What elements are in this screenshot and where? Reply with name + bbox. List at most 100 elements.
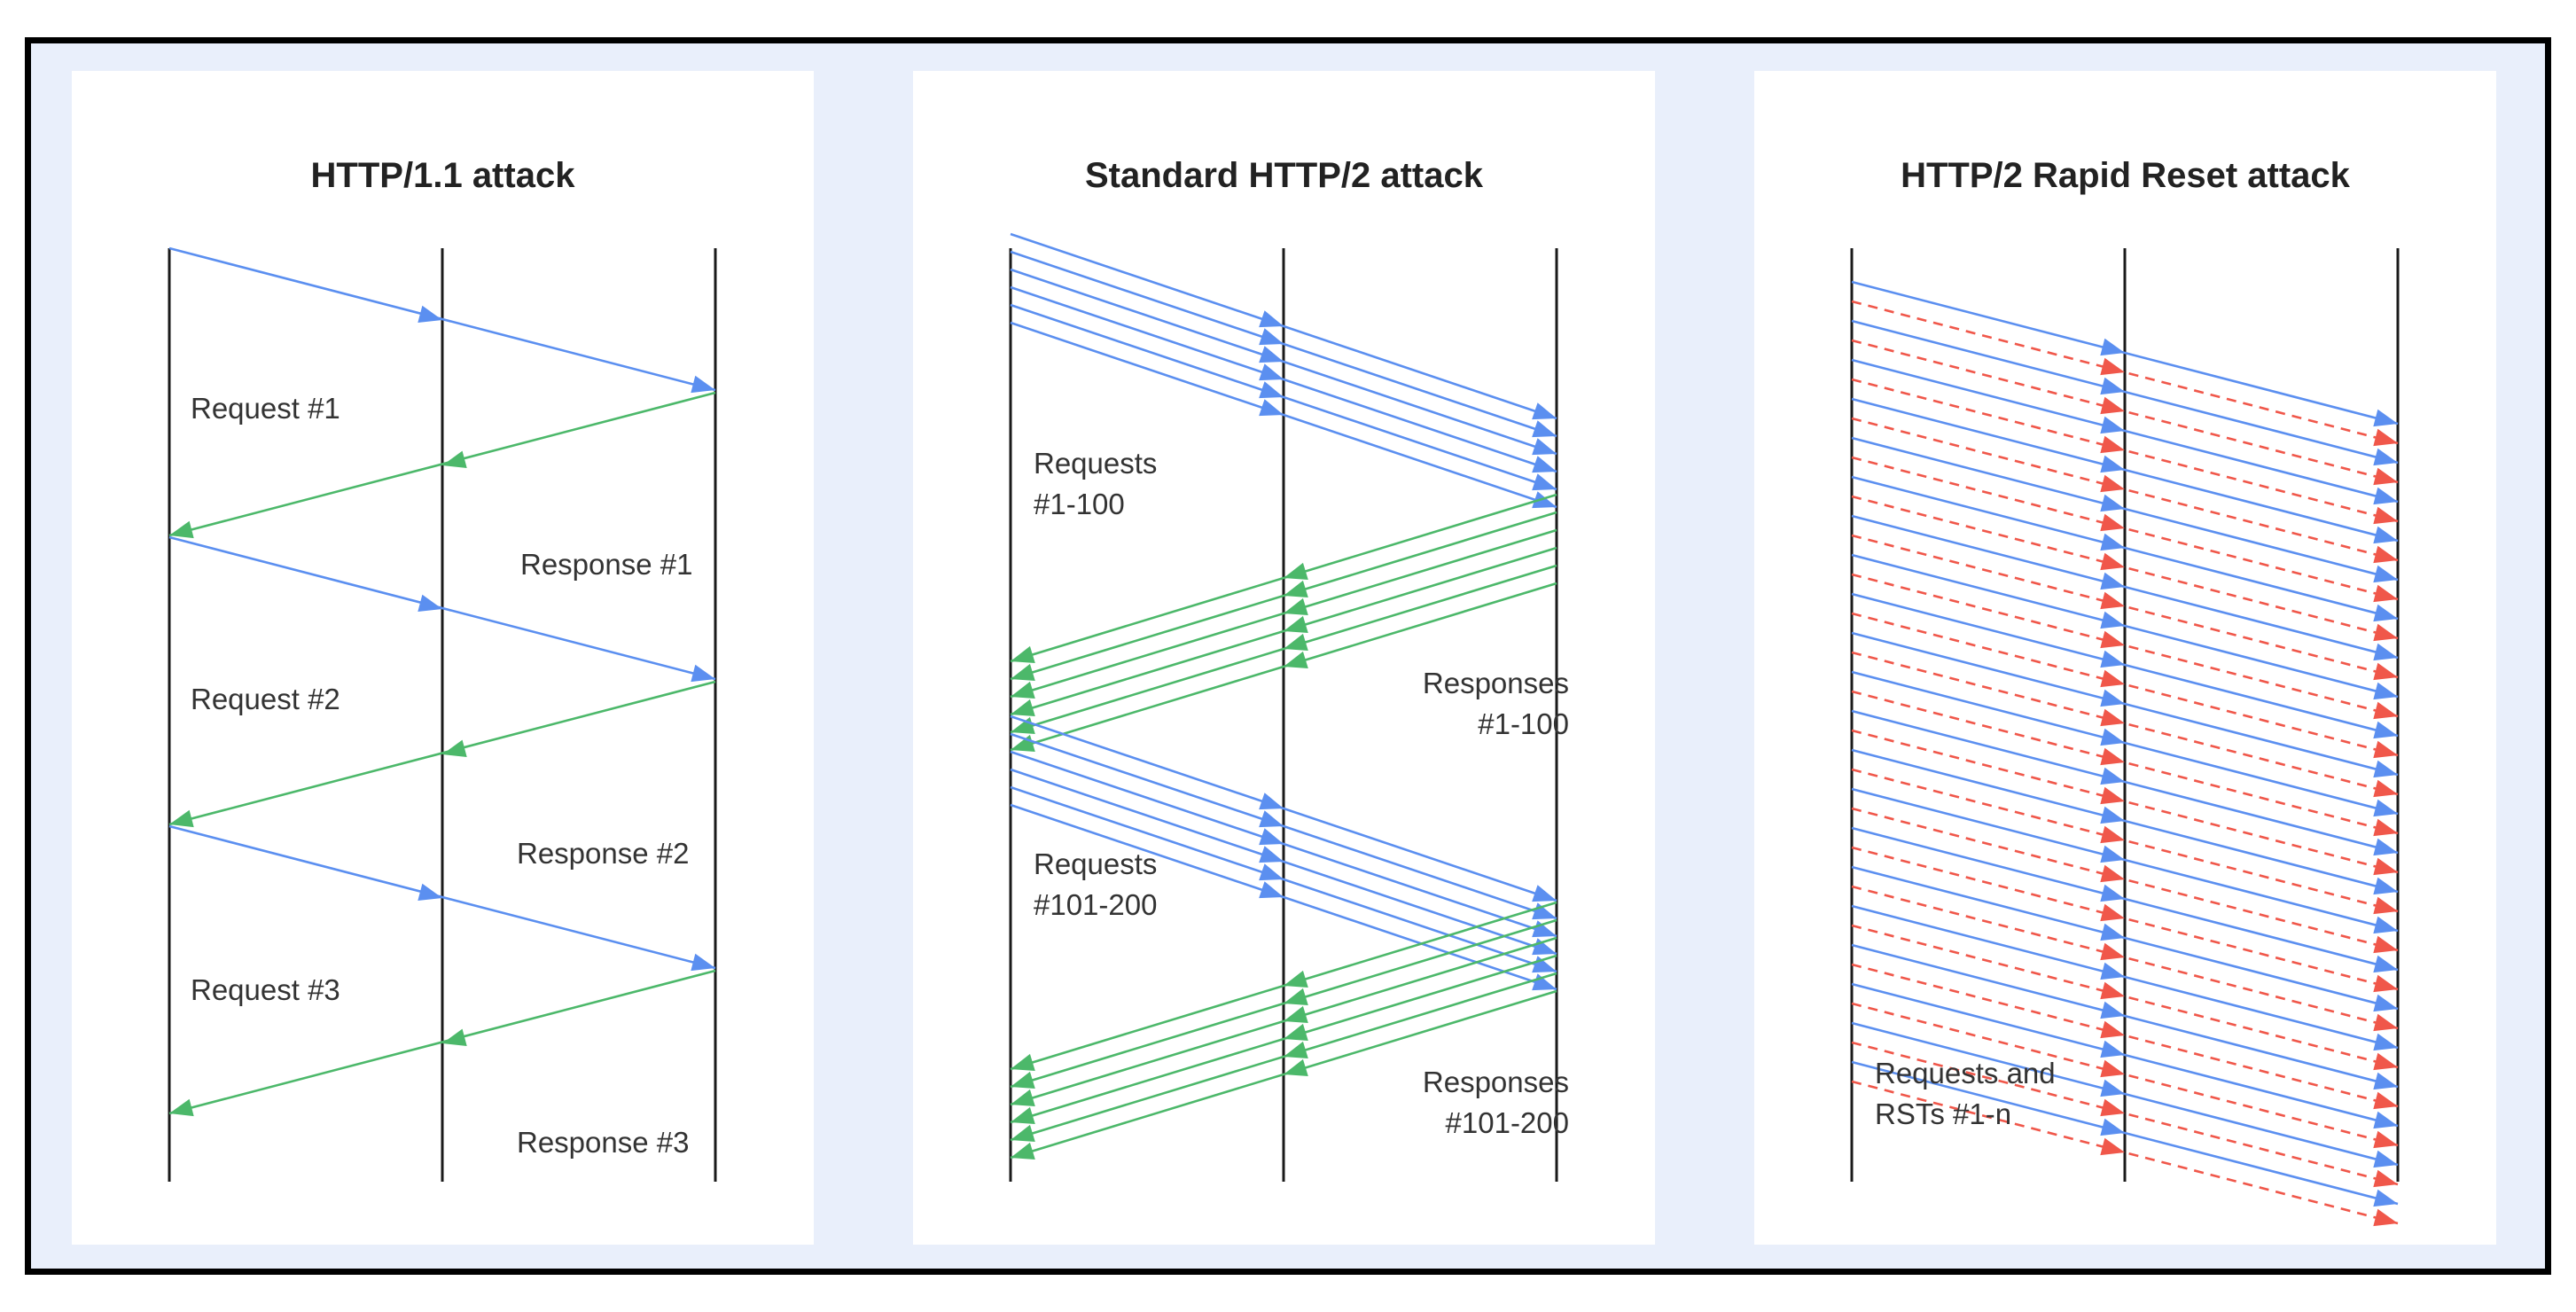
request-arrow-1-head-end [2373, 409, 2398, 427]
request-arrow-b-5-head-end [1532, 956, 1557, 973]
response-arrow-a-1-head-end [1011, 645, 1035, 663]
request-arrow-1-head-mid [418, 305, 442, 324]
request-arrow-b-1-head-mid [1259, 793, 1284, 810]
request-arrow-10-head-end [2373, 760, 2398, 778]
label-request-3: Request #3 [191, 973, 340, 1006]
rst-arrow-16-head-mid [2100, 942, 2125, 961]
sequence-diagram-http11 [168, 246, 717, 1182]
request-arrow-b-2-head-end [1532, 902, 1557, 920]
request-arrow-a-3-head-mid [1259, 346, 1284, 363]
response-arrow-a-1-head-mid [1284, 562, 1308, 580]
response-arrow-a-2-head-end [1011, 663, 1035, 681]
rst-arrow-9-head-mid [2100, 669, 2125, 688]
request-arrow-5-head-mid [2100, 494, 2125, 512]
request-arrow-15-head-end [2373, 955, 2398, 973]
rst-arrow-10-head-end [2373, 779, 2398, 798]
request-arrow-1-line [168, 246, 716, 392]
response-arrow-1-head-mid [442, 450, 467, 468]
request-arrow-14-head-mid [2100, 845, 2125, 863]
response-arrow-1-line [168, 391, 716, 537]
request-arrow-19-head-mid [2100, 1040, 2125, 1058]
request-arrow-a-6-head-end [1532, 491, 1557, 509]
rst-arrow-20-head-mid [2100, 1098, 2125, 1117]
rst-arrow-19-head-mid [2100, 1059, 2125, 1078]
rst-arrow-19-head-end [2373, 1130, 2398, 1149]
response-arrow-b-2-head-end [1011, 1071, 1035, 1089]
response-arrow-2-head-end [169, 809, 194, 828]
response-arrow-3-line [168, 969, 716, 1115]
request-arrow-8-head-mid [2100, 611, 2125, 629]
request-arrow-17-head-mid [2100, 962, 2125, 980]
request-arrow-10-head-mid [2100, 689, 2125, 707]
sequence-diagram-standard-http2 [1009, 232, 1558, 1182]
panel-title: Standard HTTP/2 attack [1084, 156, 1483, 195]
response-arrow-3-head-mid [442, 1028, 467, 1046]
rst-arrow-5-head-end [2373, 584, 2398, 603]
request-arrow-b-4-head-end [1532, 938, 1557, 956]
rst-arrow-6-head-end [2373, 623, 2398, 642]
label-response-2: Response #2 [517, 837, 690, 870]
label-response-1: Response #1 [520, 548, 693, 581]
rst-arrow-18-head-end [2373, 1091, 2398, 1110]
request-arrow-b-3-head-mid [1259, 828, 1284, 846]
response-arrow-a-3-head-mid [1284, 597, 1308, 615]
rst-arrow-20-head-end [2373, 1169, 2398, 1188]
rst-arrow-21-head-end [2373, 1208, 2398, 1227]
request-arrow-13-head-mid [2100, 806, 2125, 824]
request-arrow-12-head-end [2373, 838, 2398, 856]
rst-arrow-15-head-end [2373, 974, 2398, 993]
request-arrow-3-head-end [691, 953, 715, 972]
response-arrow-a-4-head-end [1011, 699, 1035, 716]
request-arrow-6-head-mid [2100, 533, 2125, 551]
label-requests-101-200: Requests #101-200 [1034, 847, 1158, 921]
panel-standard-http2: Standard HTTP/2 attack Requests #1-100 R… [913, 71, 1655, 1245]
rst-arrow-21-head-mid [2100, 1137, 2125, 1156]
rst-arrow-8-head-mid [2100, 630, 2125, 649]
response-arrow-a-5-head-mid [1284, 633, 1308, 651]
request-arrow-1-head-end [691, 375, 715, 394]
panel-rapid-reset: HTTP/2 Rapid Reset attack Requests and R… [1754, 71, 2496, 1245]
request-arrow-1-head-mid [2100, 338, 2125, 356]
rst-arrow-11-head-mid [2100, 747, 2125, 766]
panel-title: HTTP/2 Rapid Reset attack [1901, 156, 2350, 195]
request-arrow-20-head-mid [2100, 1079, 2125, 1097]
response-arrow-b-6-head-mid [1284, 1058, 1308, 1076]
request-arrow-14-head-end [2373, 916, 2398, 934]
request-arrow-a-2-head-mid [1259, 328, 1284, 346]
rst-arrow-11-head-end [2373, 818, 2398, 837]
request-arrow-21-head-end [2373, 1189, 2398, 1207]
request-arrow-4-head-end [2373, 526, 2398, 544]
response-arrow-a-2-head-mid [1284, 580, 1308, 597]
request-arrow-a-5-head-mid [1259, 381, 1284, 399]
rst-arrow-17-head-mid [2100, 981, 2125, 1000]
response-arrow-b-5-head-mid [1284, 1041, 1308, 1058]
request-arrow-12-head-mid [2100, 767, 2125, 785]
response-arrow-a-6-head-mid [1284, 651, 1308, 668]
request-arrow-17-head-end [2373, 1033, 2398, 1051]
response-arrow-b-2-head-mid [1284, 988, 1308, 1005]
label-request-2: Request #2 [191, 683, 340, 715]
request-arrow-21-head-mid [2100, 1118, 2125, 1136]
rst-arrow-12-head-end [2373, 857, 2398, 876]
rst-arrow-4-head-end [2373, 545, 2398, 564]
request-arrow-7-head-mid [2100, 572, 2125, 590]
sequence-diagram-rapid-reset [1850, 248, 2400, 1227]
request-arrow-16-head-mid [2100, 923, 2125, 941]
request-arrow-a-1-head-end [1532, 402, 1557, 420]
label-requests-1-100: Requests #1-100 [1034, 447, 1158, 520]
label-responses-101-200: Responses #101-200 [1422, 1066, 1569, 1139]
request-arrow-b-1-head-end [1532, 885, 1557, 902]
request-arrow-3-head-mid [418, 883, 442, 902]
panel-title: HTTP/1.1 attack [310, 156, 575, 195]
rst-arrow-7-head-mid [2100, 591, 2125, 610]
rst-arrow-5-head-mid [2100, 513, 2125, 532]
request-arrow-11-head-end [2373, 799, 2398, 817]
request-arrow-a-4-head-end [1532, 456, 1557, 473]
response-arrow-a-5-head-end [1011, 716, 1035, 734]
request-arrow-15-head-mid [2100, 884, 2125, 902]
rst-arrow-18-head-mid [2100, 1020, 2125, 1039]
rst-arrow-9-head-end [2373, 740, 2398, 759]
request-arrow-2-head-mid [2100, 377, 2125, 395]
rst-arrow-13-head-mid [2100, 825, 2125, 844]
rst-arrow-2-head-mid [2100, 396, 2125, 415]
